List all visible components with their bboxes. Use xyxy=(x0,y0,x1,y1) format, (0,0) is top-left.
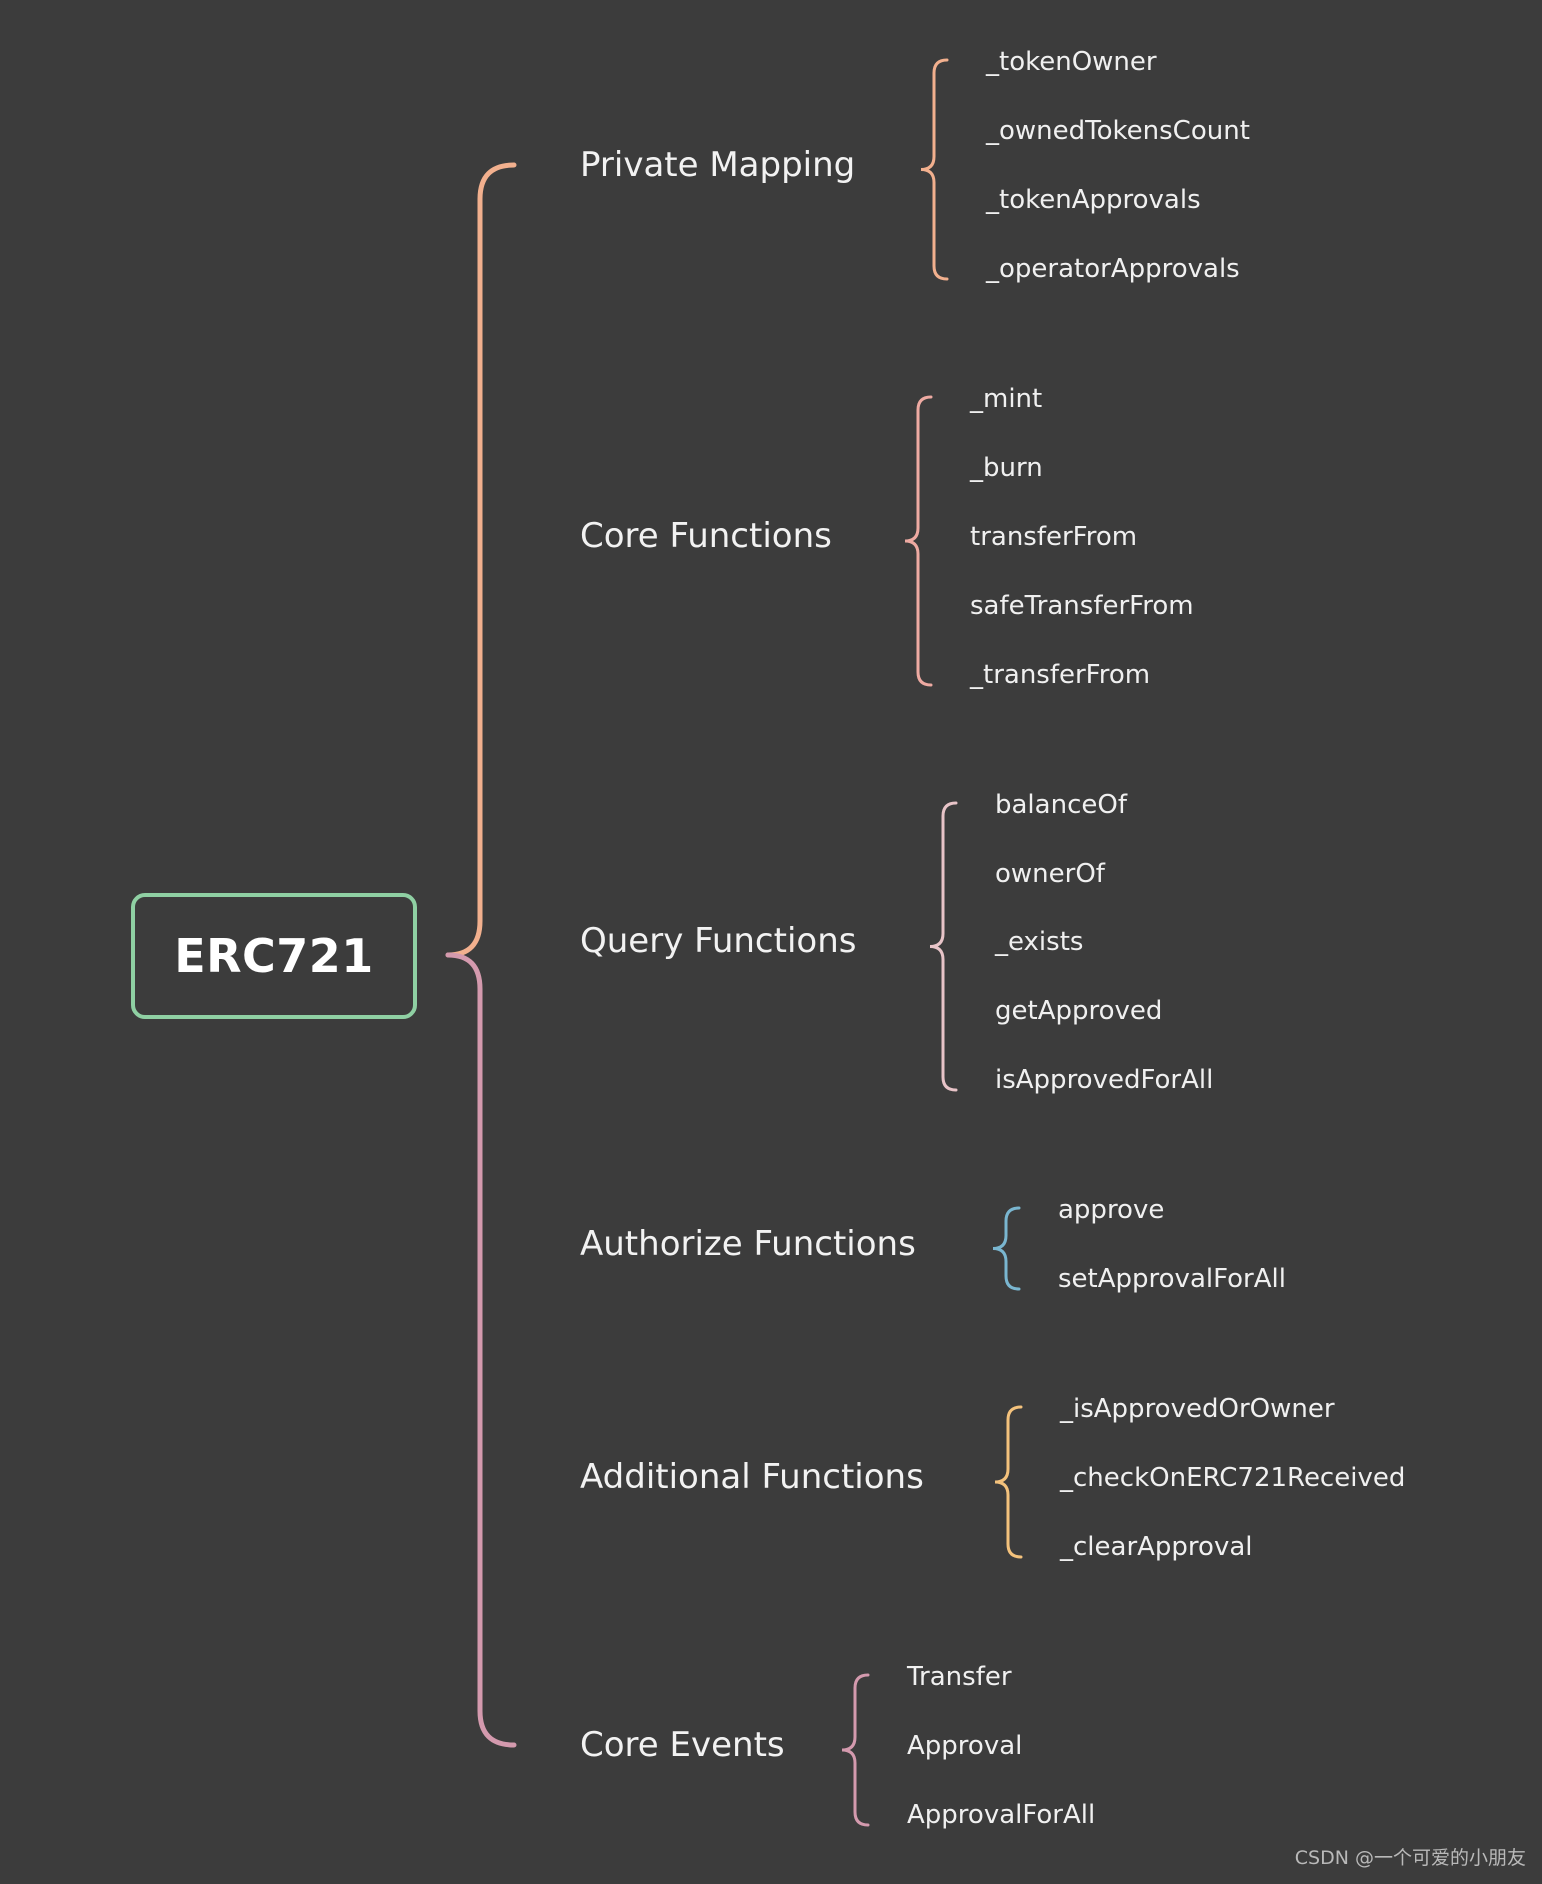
leaf-item: Transfer xyxy=(907,1662,1012,1692)
watermark: CSDN @一个可爱的小朋友 xyxy=(1294,1847,1526,1869)
leaf-item: isApprovedForAll xyxy=(995,1065,1214,1095)
leaf-item: approve xyxy=(1058,1195,1165,1225)
leaf-item: ownerOf xyxy=(995,859,1105,889)
leaf-item: ApprovalForAll xyxy=(907,1800,1096,1830)
group-brace xyxy=(904,395,933,687)
leaf-item: _transferFrom xyxy=(970,660,1151,690)
branch-label: Authorize Functions xyxy=(580,1224,916,1264)
leaf-item: _tokenOwner xyxy=(986,47,1157,77)
leaf-item: _mint xyxy=(970,384,1043,414)
main-brace-upper xyxy=(445,162,517,958)
leaf-item: _ownedTokensCount xyxy=(986,116,1250,146)
leaf-item: _checkOnERC721Received xyxy=(1060,1463,1406,1493)
main-brace-lower xyxy=(445,952,517,1748)
leaf-item: _tokenApprovals xyxy=(986,185,1201,215)
group-brace xyxy=(994,1405,1023,1559)
branch-label: Private Mapping xyxy=(580,145,856,185)
branch-label: Core Events xyxy=(580,1725,785,1765)
leaf-item: setApprovalForAll xyxy=(1058,1264,1286,1294)
branch-label: Core Functions xyxy=(580,516,832,556)
leaf-item: _operatorApprovals xyxy=(986,254,1240,284)
group-brace xyxy=(920,58,949,281)
leaf-item: getApproved xyxy=(995,996,1163,1026)
leaf-item: _clearApproval xyxy=(1060,1532,1253,1562)
leaf-item: safeTransferFrom xyxy=(970,591,1194,621)
group-brace xyxy=(992,1206,1021,1291)
leaf-item: balanceOf xyxy=(995,790,1127,820)
root-node-erc721: ERC721 xyxy=(131,893,417,1019)
group-brace xyxy=(929,801,958,1092)
branch-label: Query Functions xyxy=(580,921,857,961)
leaf-item: _isApprovedOrOwner xyxy=(1060,1394,1335,1424)
group-brace xyxy=(841,1673,870,1827)
leaf-item: _burn xyxy=(970,453,1043,483)
leaf-item: _exists xyxy=(995,927,1084,957)
leaf-item: transferFrom xyxy=(970,522,1138,552)
branch-label: Additional Functions xyxy=(580,1457,924,1497)
leaf-item: Approval xyxy=(907,1731,1023,1761)
